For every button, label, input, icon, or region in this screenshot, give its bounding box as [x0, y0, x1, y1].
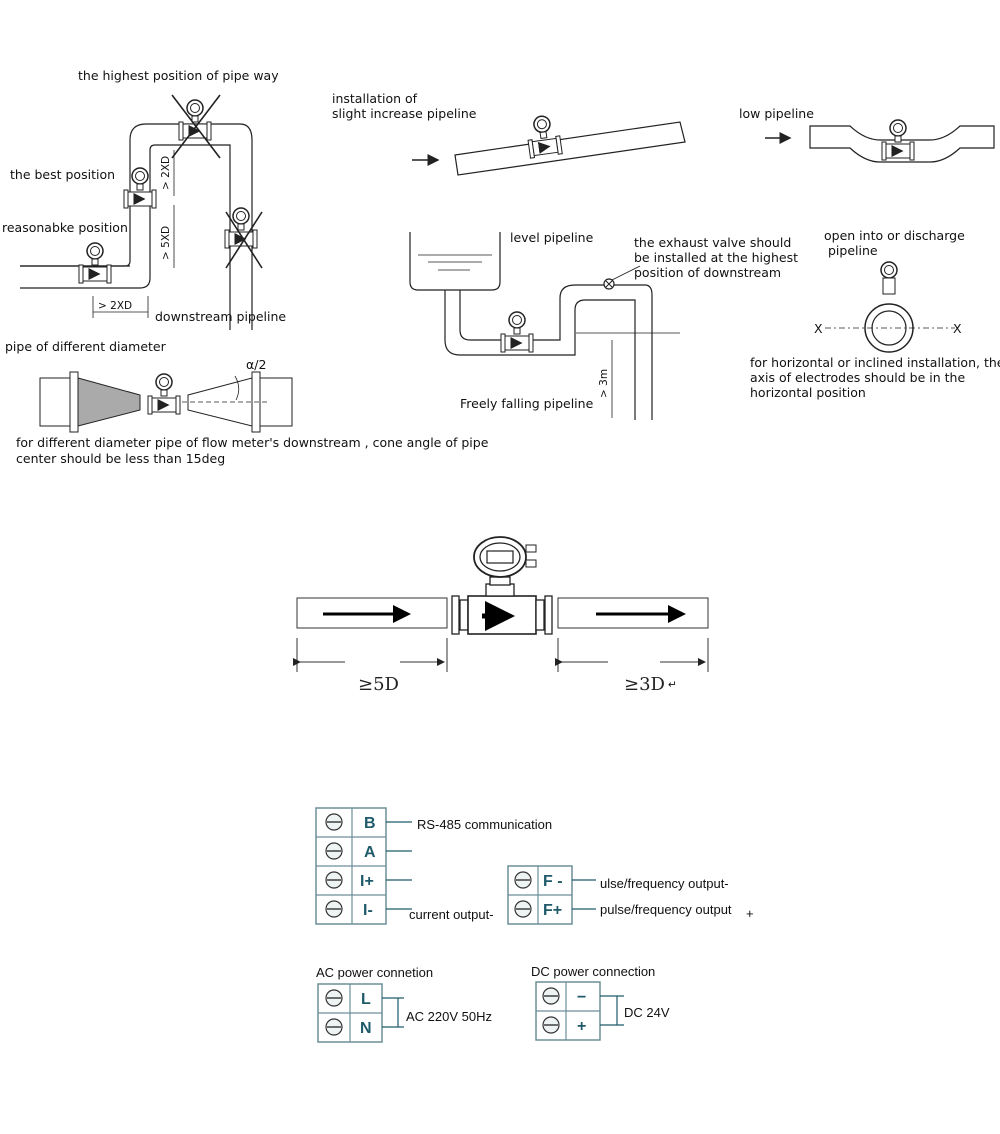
- current-output-label: current output-: [409, 907, 494, 922]
- ac-voltage-label: AC 220V 50Hz: [406, 1009, 492, 1024]
- slight-increase-line2: slight increase pipeline: [332, 106, 477, 121]
- screw-icon: [325, 900, 343, 918]
- upstream-length-label: ≥5D: [358, 674, 399, 695]
- terminal-l: L: [361, 991, 371, 1008]
- ac-power-block: AC power connetion L N AC 220V 50Hz: [316, 965, 492, 1043]
- terminal-f-minus: F -: [543, 873, 563, 890]
- dc-power-title: DC power connection: [531, 964, 655, 979]
- diff-diameter-title: pipe of different diameter: [5, 339, 167, 354]
- level-pipeline-label: level pipeline: [510, 230, 594, 245]
- terminal-f-plus: F+: [543, 902, 562, 919]
- terminal-b: B: [364, 815, 376, 832]
- return-mark-icon: ↵: [668, 679, 677, 691]
- terminal-i-plus: I+: [360, 873, 374, 890]
- electrodes-note-line1: for horizontal or inclined installation,…: [750, 355, 1000, 370]
- terminal-n: N: [360, 1020, 372, 1037]
- pulse-terminal-block: F - F+ ulse/frequency output- pulse/freq…: [507, 865, 754, 925]
- exhaust-valve-line3: position of downstream: [634, 265, 781, 280]
- dc-voltage-label: DC 24V: [624, 1005, 670, 1020]
- dim-2xd-vertical: > 2XD: [160, 156, 172, 190]
- diff-diameter-note-line2: center should be less than 15deg: [16, 451, 225, 466]
- dim-2xd-horizontal: > 2XD: [98, 300, 132, 312]
- downstream-length-label: ≥3D: [624, 674, 665, 695]
- downstream-pipeline-label: downstream pipeline: [155, 309, 286, 324]
- straight-run-diagram: ≥5D ≥3D ↵: [293, 536, 709, 695]
- signal-terminal-block: B A I+ I- RS-485 communication current o…: [315, 807, 552, 925]
- terminal-a: A: [364, 844, 376, 861]
- highest-position-label: the highest position of pipe way: [78, 68, 279, 83]
- pulse-positive-sub: +: [746, 906, 754, 921]
- dim-5xd-vertical: > 5XD: [160, 226, 172, 260]
- discharge-line1: open into or discharge: [824, 228, 965, 243]
- screw-icon: [542, 987, 560, 1005]
- electrode-x-left: X: [814, 321, 823, 336]
- pulse-positive-label: pulse/frequency output: [600, 902, 732, 917]
- screw-icon: [325, 813, 343, 831]
- level-pipeline-diagram: level pipeline the exhaust valve should …: [409, 230, 798, 420]
- low-pipeline-diagram: low pipeline: [739, 106, 995, 163]
- discharge-diagram: open into or discharge pipeline X X for …: [750, 228, 1000, 400]
- discharge-line2: pipeline: [828, 243, 878, 258]
- flow-meter-icon: [451, 536, 553, 635]
- screw-icon: [542, 1016, 560, 1034]
- terminal-i-minus: I-: [363, 902, 373, 919]
- screw-icon: [325, 842, 343, 860]
- ac-power-title: AC power connetion: [316, 965, 433, 980]
- freely-falling-label: Freely falling pipeline: [460, 396, 594, 411]
- slight-increase-line1: installation of: [332, 91, 418, 106]
- best-position-label: the best position: [10, 167, 115, 182]
- cross-mark-icon: [171, 94, 221, 159]
- screw-icon: [325, 1018, 343, 1036]
- screw-icon: [514, 900, 532, 918]
- diff-diameter-note-line1: for different diameter pipe of flow mete…: [16, 435, 489, 450]
- electrodes-note-line2: axis of electrodes should be in the: [750, 370, 965, 385]
- dc-power-block: DC power connection − + DC 24V: [531, 964, 670, 1041]
- slight-increase-diagram: installation of slight increase pipeline: [332, 91, 686, 176]
- terminal-dc-plus: +: [577, 1018, 586, 1035]
- cross-mark-icon: [225, 211, 263, 269]
- diff-diameter-angle: α/2: [246, 357, 266, 372]
- rs485-label: RS-485 communication: [417, 817, 552, 832]
- electrodes-note-line3: horizontal position: [750, 385, 866, 400]
- screw-icon: [514, 871, 532, 889]
- screw-icon: [325, 871, 343, 889]
- exhaust-valve-line2: be installed at the highest: [634, 250, 798, 265]
- electrode-x-right: X: [953, 321, 962, 336]
- pulse-negative-label: ulse/frequency output-: [600, 876, 729, 891]
- screw-icon: [325, 989, 343, 1007]
- different-diameter-diagram: pipe of different diameter α/2 for diffe…: [5, 339, 489, 466]
- vertical-pipe-diagram: the highest position of pipe way the bes…: [2, 68, 286, 330]
- terminal-dc-minus: −: [577, 989, 586, 1006]
- exhaust-valve-line1: the exhaust valve should: [634, 235, 791, 250]
- dim-3m: > 3m: [598, 369, 610, 398]
- low-pipeline-label: low pipeline: [739, 106, 814, 121]
- reasonable-position-label: reasonabke position: [2, 220, 128, 235]
